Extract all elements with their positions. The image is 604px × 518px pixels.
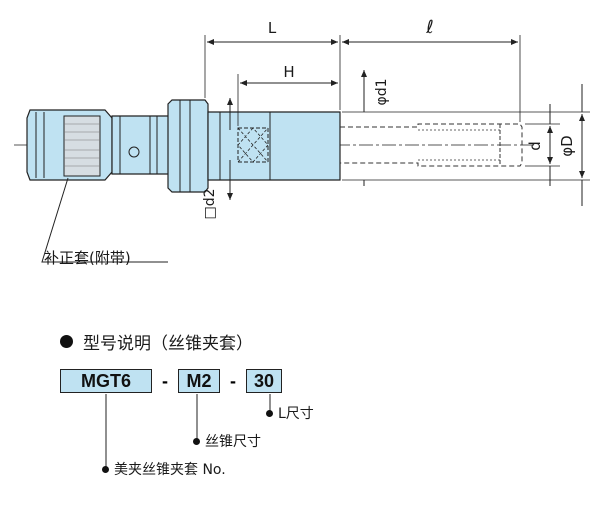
model-code-sep2: -	[230, 370, 236, 391]
legend-dot-icon	[266, 409, 273, 417]
model-code: MGT6 - M2 - 30	[60, 368, 282, 394]
model-code-leaders	[105, 394, 271, 468]
legend-dot-icon	[102, 465, 109, 473]
legend-part2: 丝锥尺寸	[193, 431, 261, 451]
dim-D-label: φD	[558, 135, 576, 156]
dim-d-label: d	[526, 141, 544, 151]
tap-outline	[340, 123, 523, 167]
legend-part3: L尺寸	[266, 403, 314, 423]
model-code-part3: 30	[246, 369, 282, 393]
model-code-part1: MGT6	[60, 369, 152, 393]
compensation-sleeve-label: 补正套(附带)	[44, 249, 131, 267]
collet-flange	[167, 99, 209, 193]
section-title-text: 型号说明（丝锥夹套）	[83, 334, 253, 354]
dim-d1-label: φd1	[374, 78, 390, 105]
collet-middle-body	[111, 107, 173, 183]
dim-L-label: L	[268, 19, 277, 37]
compensation-sleeve	[63, 115, 101, 177]
legend-part1-label: 美夹丝锥夹套 No.	[114, 462, 226, 478]
model-code-part2: M2	[178, 369, 220, 393]
legend-part2-label: 丝锥尺寸	[205, 434, 261, 450]
section-title: 型号说明（丝锥夹套）	[60, 329, 253, 354]
legend-part1: 美夹丝锥夹套 No.	[102, 459, 226, 479]
marking-circle	[128, 146, 140, 158]
model-code-sep1: -	[162, 370, 168, 391]
dim-d2-label: □d2	[202, 188, 218, 219]
dim-H-label: H	[283, 63, 294, 81]
bullet-icon	[60, 335, 73, 348]
callout-leader	[41, 177, 168, 263]
legend-part3-label: L尺寸	[278, 406, 314, 422]
legend-dot-icon	[193, 437, 200, 445]
collet-shank	[207, 111, 341, 181]
dim-l-label: ℓ	[425, 17, 433, 38]
